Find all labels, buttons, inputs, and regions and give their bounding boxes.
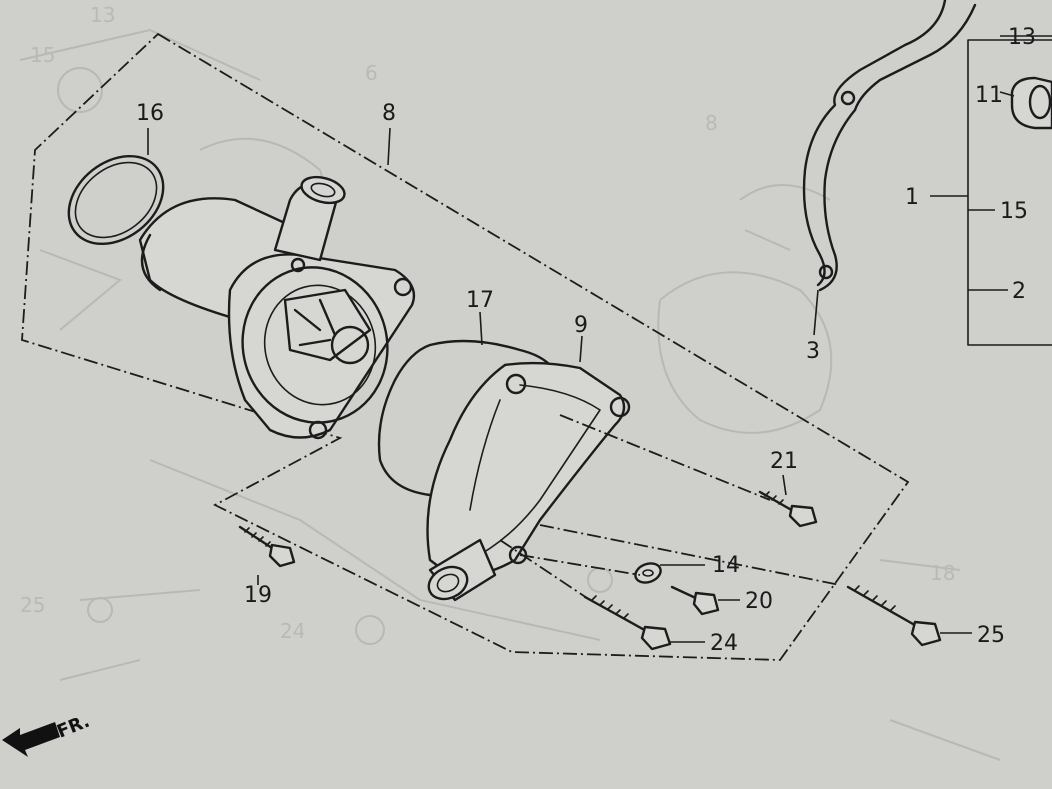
svg-text:6: 6 [365, 61, 378, 85]
label-2: 2 [1012, 279, 1026, 304]
svg-text:18: 18 [930, 561, 955, 585]
front-mark: FR. [54, 711, 93, 743]
svg-text:13: 13 [90, 3, 115, 27]
label-19: 19 [244, 583, 272, 608]
svg-text:15: 15 [30, 43, 55, 67]
assembly-outline [21, 32, 910, 661]
bolt-19 [238, 525, 296, 568]
ghost-background: 13 15 25 24 18 8 6 [19, 3, 1001, 761]
svg-text:25: 25 [20, 593, 45, 617]
label-11: 11 [975, 83, 1003, 108]
o-ring-16 [67, 154, 165, 246]
water-pump-body [138, 175, 416, 440]
label-14: 14 [712, 553, 740, 578]
front-arrow-icon [2, 722, 60, 757]
label-16: 16 [136, 101, 164, 126]
bolt-24 [583, 595, 672, 651]
label-25: 25 [977, 623, 1005, 648]
label-20: 20 [745, 589, 773, 614]
seal-11 [1010, 76, 1052, 130]
label-1: 1 [905, 185, 919, 210]
label-3: 3 [806, 339, 820, 364]
kit-bracket [967, 39, 1052, 346]
svg-text:8: 8 [705, 111, 718, 135]
label-8: 8 [382, 101, 396, 126]
washer-14 [634, 562, 662, 584]
label-17: 17 [466, 288, 494, 313]
label-13: 13 [1008, 25, 1036, 50]
leader-lines [147, 35, 1052, 643]
water-pipe-3 [802, 0, 947, 287]
svg-text:24: 24 [280, 619, 305, 643]
assembly-lines [499, 414, 841, 601]
label-21: 21 [770, 449, 798, 474]
part-labels: 16 8 17 9 3 21 14 20 24 25 19 1 13 11 15… [136, 25, 1036, 656]
label-9: 9 [574, 313, 588, 338]
bolt-25 [846, 585, 942, 647]
front-direction: FR. [2, 711, 93, 757]
pump-cover-9 [426, 361, 631, 602]
label-15: 15 [1000, 199, 1028, 224]
bolt-20 [670, 585, 720, 616]
bolt-21 [758, 490, 818, 528]
label-24: 24 [710, 631, 738, 656]
